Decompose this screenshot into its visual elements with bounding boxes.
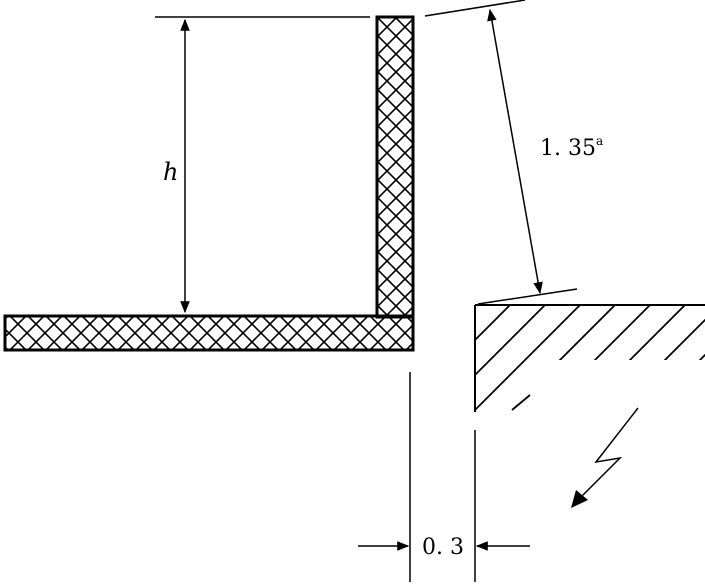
slant-dimension-arrow [487, 8, 543, 295]
hazard-ground-block [474, 304, 705, 420]
lightning-bolt-icon [571, 407, 639, 508]
slant-extension-top [424, 0, 526, 17]
slant-distance-value: 1. 35 [540, 136, 596, 161]
slant-distance-label: 1. 35a [540, 134, 603, 161]
barrier-horizontal-base [3, 314, 415, 352]
barrier-vertical-wall [375, 15, 415, 319]
height-label: h [163, 158, 178, 186]
slant-extension-bottom [477, 288, 578, 305]
slant-distance-superscript: a [596, 134, 603, 148]
gap-label: 0. 3 [422, 535, 464, 560]
